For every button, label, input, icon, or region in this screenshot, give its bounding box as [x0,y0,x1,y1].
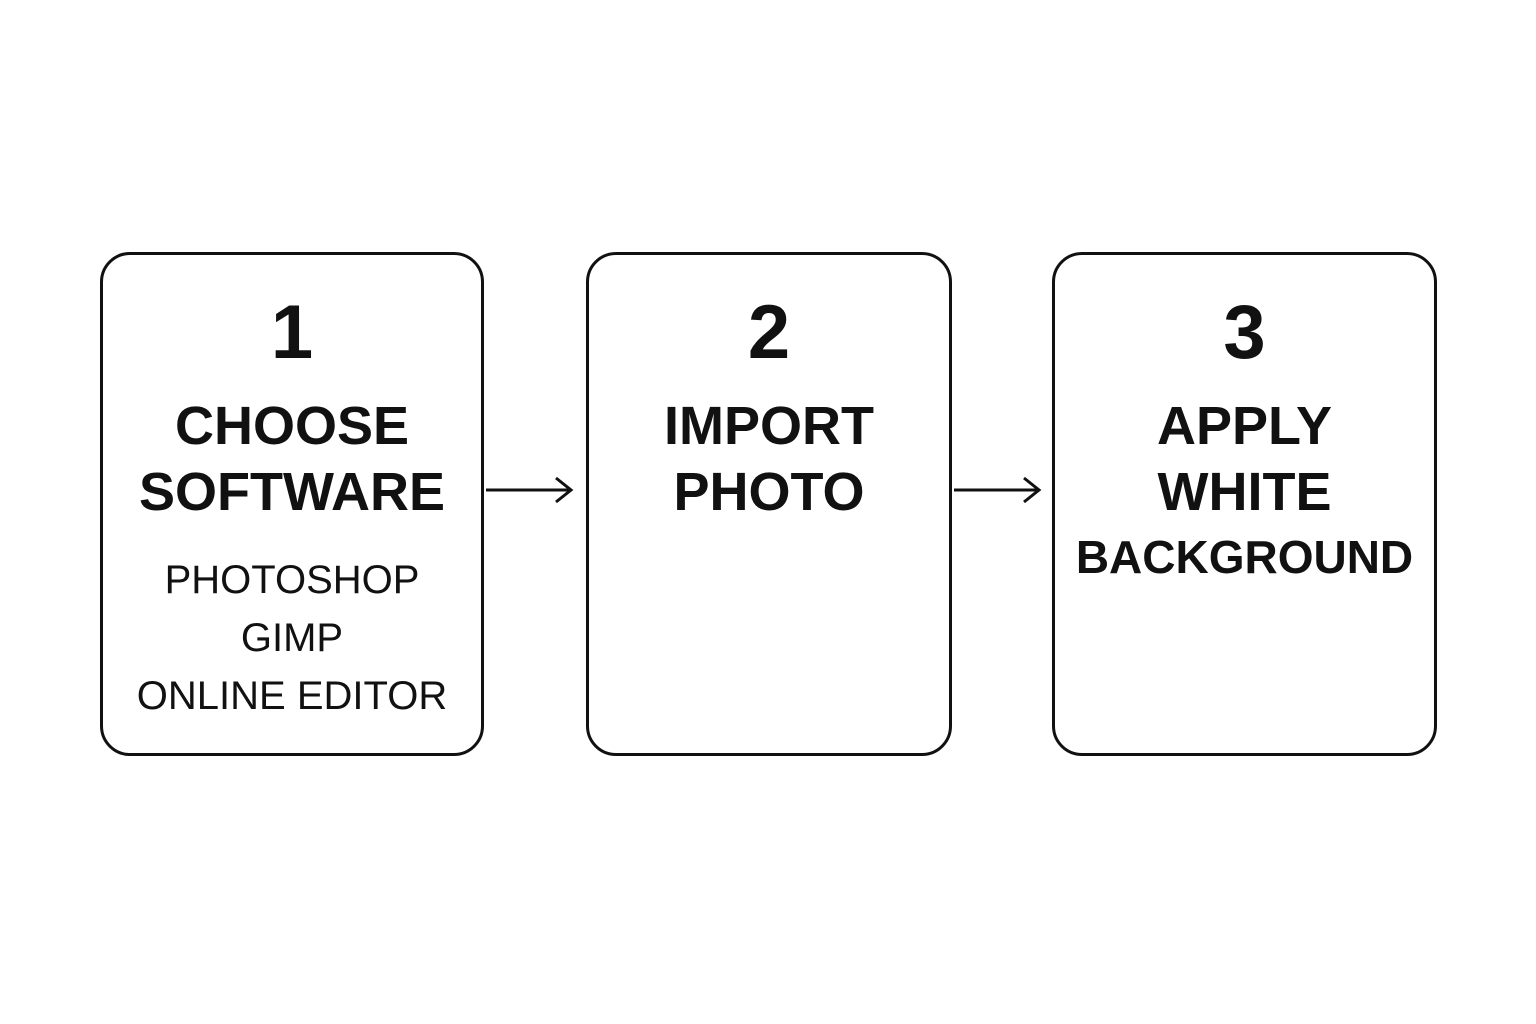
option-gimp: GIMP [240,616,344,660]
step-title: APPLY WHITE BACKGROUND [1055,393,1434,589]
arrow-right-icon [954,476,1042,504]
step-title: IMPORT PHOTO [589,393,949,525]
step-number: 2 [747,290,791,375]
step-2-box: 2 IMPORT PHOTO [586,252,952,756]
step-number: 3 [1223,290,1266,375]
software-options: PHOTOSHOP GIMP ONLINE EDITOR [103,551,481,725]
arrow-right-icon [486,476,574,504]
title-line: BACKGROUND [1075,531,1414,583]
step-number: 1 [270,290,314,375]
step-1-box: 1 CHOOSE SOFTWARE PHOTOSHOP GIMP ONLINE … [100,252,484,756]
option-photoshop: PHOTOSHOP [164,558,420,602]
title-line: IMPORT [664,396,874,456]
title-line: WHITE [1157,462,1332,522]
step-3-box: 3 APPLY WHITE BACKGROUND [1052,252,1437,756]
step-title: CHOOSE SOFTWARE [103,393,481,525]
title-line: CHOOSE [174,396,410,456]
title-line: SOFTWARE [139,462,445,522]
title-line: APPLY [1156,396,1333,456]
option-online-editor: ONLINE EDITOR [136,674,448,718]
title-line: PHOTO [673,462,865,522]
